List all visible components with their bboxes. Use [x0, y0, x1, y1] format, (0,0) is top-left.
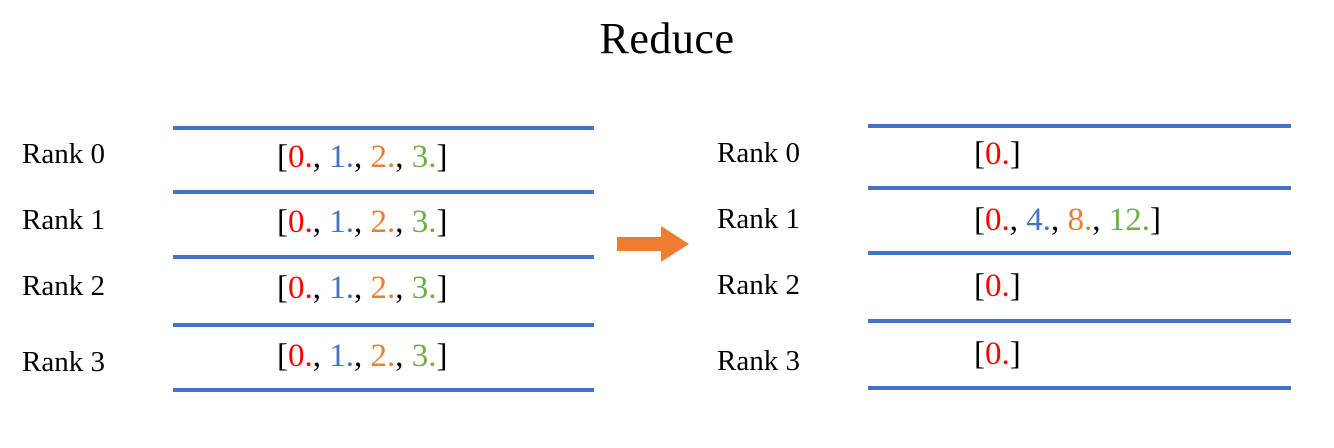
array-separator: ,	[354, 338, 371, 374]
array-element: 8.	[1067, 202, 1093, 238]
after-rule-1	[868, 186, 1291, 190]
before-rank-label-0: Rank 0	[22, 138, 105, 170]
before-rank-label-3: Rank 3	[22, 346, 105, 378]
after-value-3: [0.]	[974, 338, 1021, 371]
before-value-3: [0., 1., 2., 3.]	[277, 340, 448, 373]
before-rule-4	[173, 388, 594, 392]
bracket-close: ]	[1009, 136, 1021, 172]
bracket-close: ]	[1009, 268, 1021, 304]
array-element: 3.	[411, 139, 437, 175]
bracket-close: ]	[436, 204, 448, 240]
array-separator: ,	[312, 270, 330, 306]
array-separator: ,	[395, 204, 412, 240]
bracket-close: ]	[436, 139, 448, 175]
before-rule-2	[173, 255, 594, 259]
before-rule-0	[173, 126, 594, 130]
after-rule-3	[868, 319, 1291, 323]
array-element: 2.	[370, 270, 396, 306]
after-rank-label-2: Rank 2	[717, 269, 800, 301]
array-element: 3.	[411, 338, 437, 374]
array-element: 3.	[411, 204, 437, 240]
after-value-0: [0.]	[974, 138, 1021, 171]
bracket-open: [	[974, 202, 985, 238]
array-separator: ,	[354, 139, 371, 175]
bracket-close: ]	[436, 338, 448, 374]
array-separator: ,	[312, 139, 330, 175]
after-rank-label-3: Rank 3	[717, 345, 800, 377]
array-element: 2.	[370, 204, 396, 240]
array-element: 1.	[329, 204, 354, 240]
array-element: 3.	[411, 270, 437, 306]
before-value-2: [0., 1., 2., 3.]	[277, 272, 448, 305]
before-value-0: [0., 1., 2., 3.]	[277, 141, 448, 174]
before-rank-label-1: Rank 1	[22, 204, 105, 236]
array-separator: ,	[354, 204, 371, 240]
before-rule-3	[173, 323, 594, 327]
after-rank-label-1: Rank 1	[717, 203, 800, 235]
bracket-open: [	[277, 139, 288, 175]
array-separator: ,	[395, 139, 412, 175]
bracket-close: ]	[436, 270, 448, 306]
array-separator: ,	[1009, 202, 1027, 238]
bracket-open: [	[277, 270, 288, 306]
before-value-1: [0., 1., 2., 3.]	[277, 206, 448, 239]
after-value-2: [0.]	[974, 270, 1021, 303]
bracket-close: ]	[1150, 202, 1161, 238]
array-element: 0.	[985, 202, 1010, 238]
array-element: 0.	[288, 139, 313, 175]
array-separator: ,	[395, 270, 412, 306]
array-element: 0.	[288, 270, 313, 306]
bracket-close: ]	[1009, 336, 1021, 372]
bracket-open: [	[974, 336, 985, 372]
array-element: 1.	[329, 139, 354, 175]
bracket-open: [	[277, 338, 288, 374]
before-panel: Rank 0 Rank 1 Rank 2 Rank 3 [0., 1., 2.,…	[0, 0, 610, 448]
array-separator: ,	[312, 338, 330, 374]
array-separator: ,	[1092, 202, 1109, 238]
after-panel: Rank 0 Rank 1 Rank 2 Rank 3 [0.] [0., 4.…	[700, 0, 1334, 448]
after-rule-2	[868, 251, 1291, 255]
array-separator: ,	[354, 270, 371, 306]
after-value-1: [0., 4., 8., 12.]	[974, 204, 1161, 237]
after-rule-4	[868, 386, 1291, 390]
array-separator: ,	[1051, 202, 1068, 238]
array-element: 1.	[329, 270, 354, 306]
array-element: 12.	[1108, 202, 1150, 238]
after-rule-0	[868, 124, 1291, 128]
array-element: 4.	[1026, 202, 1051, 238]
array-element: 2.	[370, 139, 396, 175]
array-element: 0.	[288, 338, 313, 374]
bracket-open: [	[974, 268, 985, 304]
array-element: 0.	[985, 336, 1010, 372]
before-rank-label-2: Rank 2	[22, 270, 105, 302]
after-rank-label-0: Rank 0	[717, 137, 800, 169]
array-element: 0.	[985, 136, 1010, 172]
page-title: Reduce	[599, 14, 735, 63]
bracket-open: [	[974, 136, 985, 172]
array-element: 0.	[985, 268, 1010, 304]
array-separator: ,	[395, 338, 412, 374]
reduce-arrow-icon	[617, 226, 689, 262]
array-element: 2.	[370, 338, 396, 374]
before-rule-1	[173, 190, 594, 194]
bracket-open: [	[277, 204, 288, 240]
array-element: 0.	[288, 204, 313, 240]
array-separator: ,	[312, 204, 330, 240]
array-element: 1.	[329, 338, 354, 374]
